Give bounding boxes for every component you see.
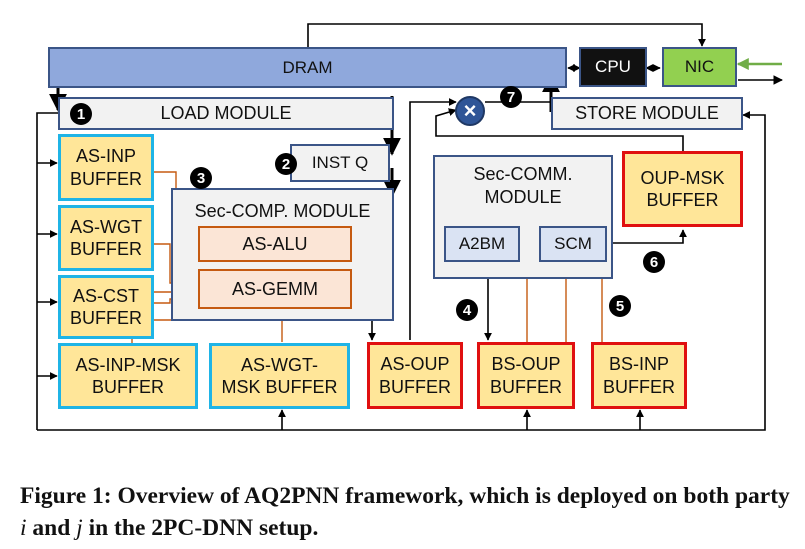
as-inp-label: AS-INP BUFFER	[70, 146, 142, 189]
as-gemm-block: AS-GEMM	[198, 269, 352, 309]
bs-oup-buffer: BS-OUP BUFFER	[477, 342, 575, 409]
bs-oup-label: BS-OUP BUFFER	[490, 354, 562, 397]
caption-and: and	[26, 515, 77, 541]
scm-label: SCM	[554, 234, 592, 254]
as-oup-label: AS-OUP BUFFER	[379, 354, 451, 397]
as-alu-label: AS-ALU	[242, 233, 308, 254]
as-cst-label: AS-CST BUFFER	[70, 285, 142, 329]
step-badge-3: 3	[190, 167, 212, 189]
store-module-label: STORE MODULE	[575, 103, 719, 124]
step-badge-2: 2	[275, 153, 297, 175]
dram-block: DRAM	[48, 47, 567, 88]
figure-caption: Figure 1: Overview of AQ2PNN framework, …	[20, 480, 795, 544]
step-badge-1: 1	[70, 103, 92, 125]
a2bm-block: A2BM	[444, 226, 520, 262]
multiply-symbol: ×	[463, 98, 477, 124]
as-oup-buffer: AS-OUP BUFFER	[367, 342, 463, 409]
dram-label: DRAM	[282, 57, 333, 77]
as-inp-msk-label: AS-INP-MSK BUFFER	[75, 354, 181, 398]
inst-q-block: INST Q	[290, 144, 390, 182]
oup-msk-buffer: OUP-MSK BUFFER	[622, 151, 743, 227]
nic-block: NIC	[662, 47, 737, 87]
step-badge-4: 4	[456, 299, 478, 321]
as-wgt-label: AS-WGT BUFFER	[70, 216, 142, 260]
sec-comp-label: Sec-COMP. MODULE	[194, 201, 371, 221]
bs-inp-label: BS-INP BUFFER	[603, 354, 675, 397]
as-wgt-msk-buffer: AS-WGT- MSK BUFFER	[209, 343, 350, 409]
as-gemm-label: AS-GEMM	[231, 278, 318, 299]
scm-block: SCM	[539, 226, 607, 262]
as-cst-buffer: AS-CST BUFFER	[58, 275, 154, 339]
caption-party-i: i	[20, 515, 27, 541]
step-badge-6: 6	[643, 251, 665, 273]
bs-inp-buffer: BS-INP BUFFER	[591, 342, 687, 409]
load-module-label: LOAD MODULE	[160, 103, 292, 124]
caption-lead: Figure 1: Overview of AQ2PNN framework, …	[20, 483, 790, 509]
as-alu-block: AS-ALU	[198, 226, 352, 262]
as-inp-buffer: AS-INP BUFFER	[58, 134, 154, 201]
nic-label: NIC	[684, 57, 715, 77]
cpu-label: CPU	[595, 57, 631, 77]
a2bm-label: A2BM	[458, 234, 506, 254]
inst-q-label: INST Q	[311, 153, 369, 173]
as-wgt-buffer: AS-WGT BUFFER	[58, 205, 154, 271]
cpu-block: CPU	[579, 47, 647, 87]
step-badge-5: 5	[609, 295, 631, 317]
oup-msk-label: OUP-MSK BUFFER	[640, 167, 725, 211]
step-badge-7: 7	[500, 86, 522, 108]
multiply-node: ×	[455, 96, 485, 126]
store-module: STORE MODULE	[551, 97, 743, 130]
caption-party-j: j	[76, 515, 83, 541]
as-wgt-msk-label: AS-WGT- MSK BUFFER	[221, 354, 338, 398]
as-inp-msk-buffer: AS-INP-MSK BUFFER	[58, 343, 198, 409]
load-module: LOAD MODULE	[58, 97, 394, 130]
caption-tail: in the 2PC-DNN setup.	[82, 515, 319, 541]
sec-comm-label: Sec-COMM. MODULE	[473, 164, 573, 207]
